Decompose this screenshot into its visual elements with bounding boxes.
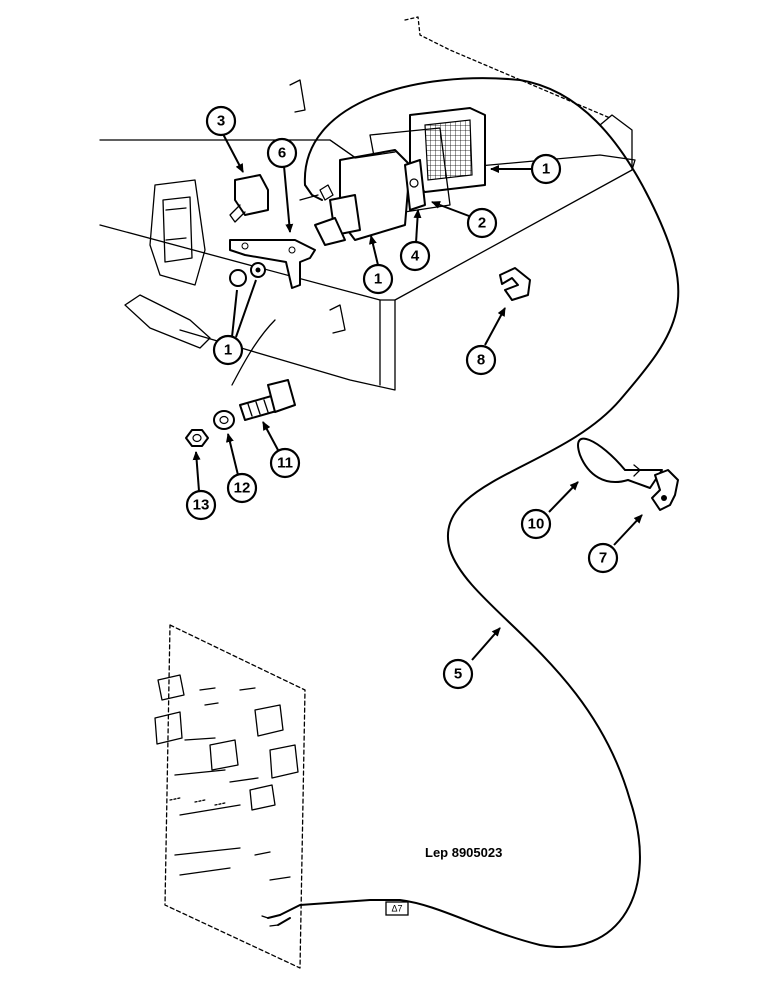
callout-2: 2	[466, 207, 498, 239]
callout-1c-label: 1	[224, 342, 232, 359]
hex-nut	[185, 429, 209, 447]
bracket-nuts	[229, 262, 266, 287]
leader-6	[283, 165, 294, 233]
harness-cable	[261, 77, 680, 948]
leader-1c-a	[231, 289, 238, 338]
callout-11: 11	[269, 447, 301, 479]
leader-5	[471, 627, 501, 661]
leader-lines	[192, 133, 643, 661]
leader-3	[222, 133, 244, 173]
lamp-lens-assembly	[299, 107, 486, 246]
callout-12-label: 12	[234, 480, 251, 497]
callout-6: 6	[266, 137, 298, 169]
callout-4-label: 4	[411, 248, 420, 265]
callout-10: 10	[520, 508, 552, 540]
callout-8: 8	[465, 344, 497, 376]
leader-4	[413, 209, 422, 244]
mounting-bracket	[229, 239, 316, 289]
cable-clamp	[651, 469, 679, 511]
callout-7-label: 7	[599, 550, 607, 567]
callout-3: 3	[205, 105, 237, 137]
callout-6-label: 6	[278, 145, 286, 162]
callout-12: 12	[226, 472, 258, 504]
toggle-switch	[229, 174, 269, 223]
reference-code: Lep 8905023	[425, 845, 502, 860]
callout-11-label: 11	[277, 455, 293, 472]
callout-1a: 1	[530, 153, 562, 185]
callout-13: 13	[185, 489, 217, 521]
callout-1b-label: 1	[374, 271, 382, 288]
callout-8-label: 8	[477, 352, 485, 369]
leader-13	[192, 451, 201, 492]
leader-11	[262, 421, 279, 451]
callout-13-label: 13	[193, 497, 210, 514]
body-recess	[149, 179, 206, 286]
cable-tag-text: Δ7	[391, 904, 402, 914]
callout-1b: 1	[362, 263, 394, 295]
callout-1c: 1	[212, 334, 244, 366]
callout-1a-label: 1	[542, 161, 550, 178]
leader-10	[548, 481, 579, 513]
cable-tie	[577, 437, 663, 489]
washer	[213, 410, 235, 430]
callout-5: 5	[442, 658, 474, 690]
leader-1b	[368, 235, 379, 266]
callout-3-label: 3	[217, 113, 225, 130]
cable-clip	[499, 267, 531, 301]
leader-8	[484, 307, 506, 346]
callout-4: 4	[399, 240, 431, 272]
assembly-guide-line	[231, 319, 276, 386]
callout-7: 7	[587, 542, 619, 574]
callout-10-label: 10	[528, 516, 545, 533]
bolt	[239, 379, 296, 421]
callout-2-label: 2	[478, 215, 486, 232]
leader-7	[613, 514, 643, 546]
leader-2	[431, 201, 470, 217]
leader-12	[226, 433, 239, 476]
callout-5-label: 5	[454, 666, 462, 683]
leader-1c-b	[235, 279, 257, 338]
circuit-board	[154, 624, 306, 969]
cable-tag: Δ7	[385, 901, 409, 916]
